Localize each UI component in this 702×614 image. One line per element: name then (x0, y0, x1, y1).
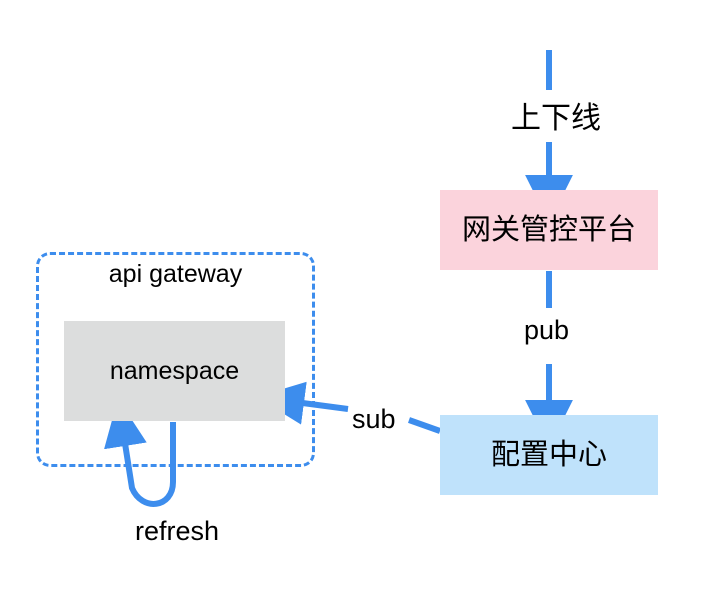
gateway-platform-node[interactable]: 网关管控平台 (440, 190, 658, 270)
connector-refresh-loop (104, 398, 176, 507)
edge-label-refresh: refresh (132, 518, 223, 545)
api-gateway-group-container[interactable] (36, 252, 315, 467)
config-center-node[interactable]: 配置中心 (440, 415, 658, 495)
connector-sub-right (407, 417, 442, 434)
api-gateway-group-label: api gateway (108, 260, 243, 288)
namespace-node[interactable]: namespace (64, 321, 285, 421)
edge-label-sub: sub (349, 406, 399, 433)
connector-sub-left (256, 381, 349, 425)
gateway-platform-node-label: 网关管控平台 (461, 213, 636, 246)
edge-label-pub: pub (521, 317, 573, 344)
config-center-node-label: 配置中心 (490, 438, 607, 471)
namespace-node-label: namespace (109, 356, 240, 385)
edge-label-shangxiaxian: 上下线 (508, 104, 604, 134)
